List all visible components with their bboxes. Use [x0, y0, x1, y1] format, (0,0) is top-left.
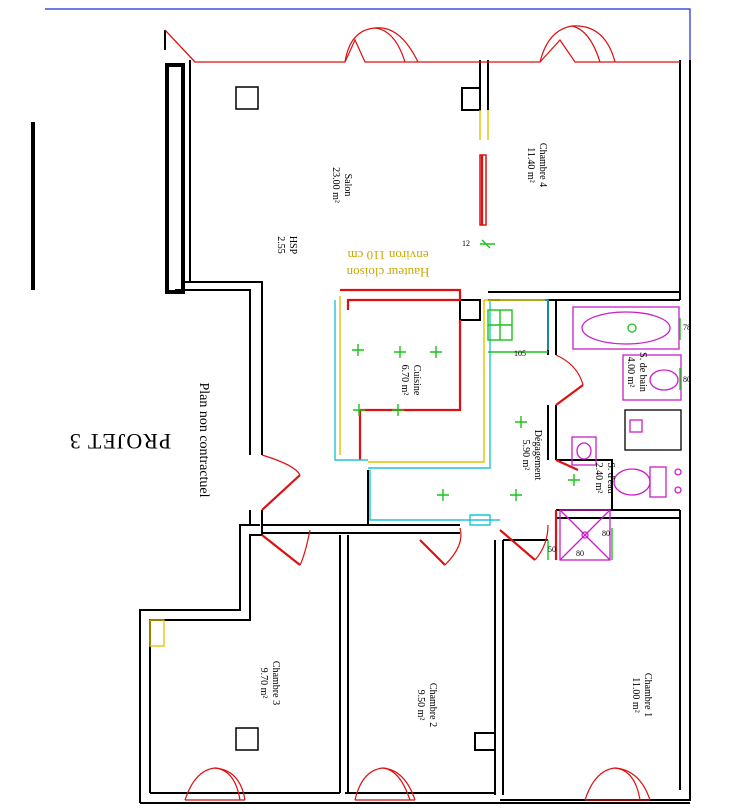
room-chambre3-name: Chambre 3	[270, 661, 281, 705]
dim-105: 105	[514, 349, 526, 358]
cloison-note-line2: environ 110 cm	[347, 248, 428, 263]
outer-walls	[139, 30, 691, 804]
dim-80-shower-a: 80	[576, 549, 584, 558]
dim-80-sdb: 80	[683, 375, 691, 384]
project-title: PROJET 3	[69, 429, 171, 454]
washing-machine	[624, 409, 682, 451]
room-chambre2-area: 9.50 m²	[415, 690, 426, 721]
room-chambre2-name: Chambre 2	[427, 683, 438, 727]
windows-top	[164, 25, 680, 63]
room-seau-area: 2.40 m²	[593, 463, 604, 494]
room-cuisine-area: 6.70 m²	[399, 365, 410, 396]
left-bar	[31, 122, 35, 290]
room-chambre4-area: 11.40 m²	[525, 147, 536, 182]
room-chambre4-name: Chambre 4	[537, 143, 548, 187]
room-seau-name: S. d'eau	[605, 462, 616, 493]
interior-walls	[235, 60, 680, 795]
room-chambre1-name: Chambre 1	[642, 673, 653, 717]
washbasin-seau	[571, 436, 597, 466]
room-cuisine-name: Cuisine	[411, 365, 422, 396]
hsp-label: HSP	[287, 236, 298, 255]
windows-bottom	[184, 767, 651, 801]
plan-subtitle: Plan non contractuel	[196, 382, 211, 497]
boundary-line	[45, 8, 691, 60]
washbasin-sdb	[622, 354, 682, 401]
bathtub	[572, 306, 680, 350]
doors	[261, 154, 584, 566]
toilet	[613, 466, 682, 498]
room-degagement-area: 5.90 m²	[520, 440, 531, 471]
spot-lights	[352, 344, 580, 501]
kitchen-outline	[334, 110, 549, 526]
room-salon-name: Salon	[342, 174, 353, 197]
room-degagement-name: Dégagement	[532, 430, 543, 481]
dim-78: 78	[683, 323, 691, 332]
room-chambre3-area: 9.70 m²	[258, 668, 269, 699]
dim-50: 50	[548, 545, 556, 554]
room-salon-area: 23.00 m²	[330, 167, 341, 203]
cloison-note-line1: Hauteur cloison	[346, 265, 429, 280]
room-chambre1-area: 11.00 m²	[630, 677, 641, 712]
hsp-value: 2.55	[275, 236, 286, 254]
room-sdb-area: 4.00 m²	[625, 357, 636, 388]
dim-80-shower-b: 80	[602, 529, 610, 538]
cabinet	[149, 619, 165, 647]
room-sdb-name: S. de bain	[637, 352, 648, 392]
boiler	[480, 239, 513, 341]
shower	[559, 509, 611, 561]
dimension-lines	[488, 318, 681, 560]
dim-12: 12	[462, 239, 470, 248]
balcony-frame	[165, 63, 185, 294]
